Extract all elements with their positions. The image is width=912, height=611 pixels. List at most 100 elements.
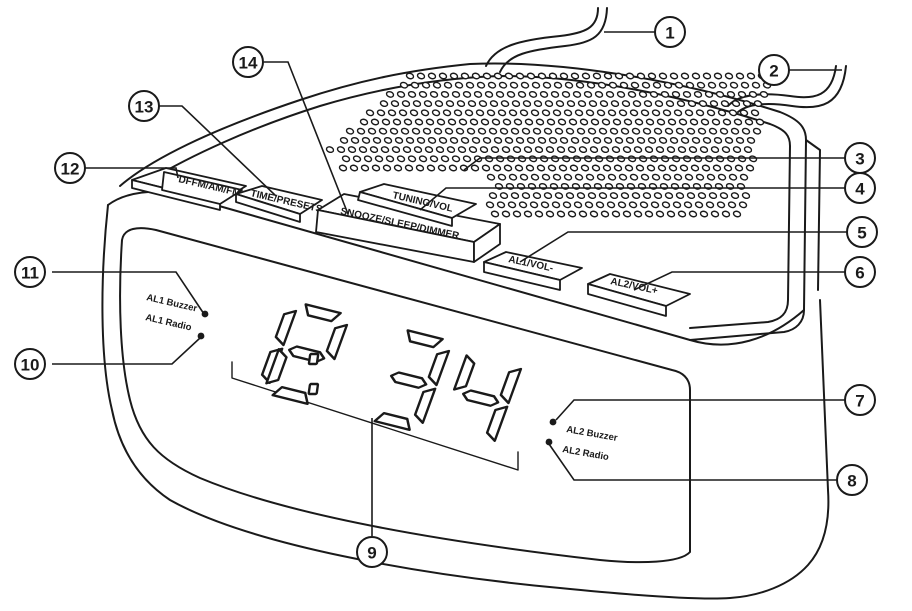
- callout-number: 13: [135, 98, 154, 117]
- grille-hole: [577, 100, 587, 108]
- grille-hole: [537, 72, 547, 80]
- grille-hole: [369, 146, 379, 154]
- grille-hole: [405, 136, 415, 144]
- grille-hole: [338, 164, 348, 172]
- grille-hole: [663, 81, 673, 89]
- grille-hole: [420, 109, 430, 117]
- grille-hole: [509, 81, 519, 89]
- grille-hole: [759, 90, 769, 98]
- grille-hole: [668, 164, 678, 172]
- grille-hole: [662, 109, 672, 117]
- grille-hole: [662, 173, 672, 181]
- grille-hole: [571, 182, 581, 190]
- grille-hole: [723, 164, 733, 172]
- grille-hole: [370, 118, 380, 126]
- grille-hole: [470, 164, 480, 172]
- grille-hole: [418, 90, 428, 98]
- grille-hole: [565, 192, 575, 200]
- al2-volume-up-button[interactable]: AL2/VOL+: [587, 273, 691, 317]
- grille-hole: [680, 72, 690, 80]
- grille-hole: [688, 210, 698, 218]
- power-cord-1: [485, 7, 599, 67]
- grille-hole: [574, 173, 584, 181]
- grille-hole: [394, 136, 404, 144]
- grille-hole: [737, 155, 747, 163]
- digit-segment: [287, 345, 326, 363]
- grille-hole: [365, 109, 375, 117]
- grille-hole: [502, 118, 512, 126]
- grille-hole: [603, 72, 613, 80]
- grille-hole: [532, 192, 542, 200]
- grille-hole: [493, 72, 503, 80]
- digit-segment: [413, 387, 437, 424]
- grille-hole: [683, 201, 693, 209]
- fm-am-button[interactable]: DFFM/AM/FM: [131, 167, 247, 211]
- grille-hole: [713, 136, 723, 144]
- grille-hole: [751, 81, 761, 89]
- grille-hole: [627, 155, 637, 163]
- al1-volume-down-button[interactable]: AL1/VOL-: [483, 251, 583, 291]
- grille-hole: [748, 90, 758, 98]
- grille-hole: [414, 118, 424, 126]
- grille-hole: [532, 127, 542, 135]
- grille-hole: [347, 146, 357, 154]
- grille-hole: [501, 210, 511, 218]
- time-digit: [265, 303, 349, 406]
- grille-hole: [606, 201, 616, 209]
- grille-hole: [563, 173, 573, 181]
- grille-hole: [714, 182, 724, 190]
- grille-hole: [648, 182, 658, 190]
- callout-circle: [846, 216, 878, 248]
- grille-hole: [422, 127, 432, 135]
- time-presets-button[interactable]: TIME/PRESETS: [235, 185, 324, 223]
- grille-hole: [728, 109, 738, 117]
- grille-hole: [552, 109, 562, 117]
- grille-hole: [728, 173, 738, 181]
- callout-number: 12: [61, 160, 80, 179]
- front-top-edge: [107, 190, 805, 346]
- grille-hole: [486, 173, 496, 181]
- grille-hole: [685, 81, 695, 89]
- callout-circle: [844, 172, 876, 204]
- grille-hole: [511, 100, 521, 108]
- grille-hole: [533, 100, 543, 108]
- grille-hole: [641, 81, 651, 89]
- grille-hole: [519, 173, 529, 181]
- leader-10: [52, 337, 201, 365]
- grille-hole: [715, 155, 725, 163]
- grille-hole: [360, 164, 370, 172]
- grille-hole: [475, 109, 485, 117]
- grille-hole: [587, 127, 597, 135]
- grille-hole: [510, 127, 520, 135]
- grille-hole: [594, 155, 604, 163]
- grille-hole: [684, 109, 694, 117]
- grille-hole: [671, 90, 681, 98]
- grille-hole: [755, 118, 765, 126]
- grille-hole: [727, 201, 737, 209]
- grille-hole: [447, 118, 457, 126]
- grille-hole: [407, 90, 417, 98]
- grille-hole: [719, 192, 729, 200]
- time-digit: [373, 329, 451, 432]
- grille-hole: [642, 127, 652, 135]
- grille-hole: [345, 127, 355, 135]
- grille-hole: [693, 90, 703, 98]
- leader-3: [463, 157, 846, 171]
- grille-hole: [555, 100, 565, 108]
- grille-hole: [607, 109, 617, 117]
- grille-hole: [512, 146, 522, 154]
- grille-hole: [424, 146, 434, 154]
- grille-hole: [646, 164, 656, 172]
- grille-hole: [682, 155, 692, 163]
- tuning-volume-button[interactable]: TUNING/VOL: [357, 183, 477, 227]
- grille-hole: [488, 192, 498, 200]
- grille-hole: [730, 127, 740, 135]
- al2-buzzer-led: [549, 418, 557, 426]
- grille-hole: [636, 136, 646, 144]
- grille-hole: [547, 164, 557, 172]
- grille-hole: [440, 155, 450, 163]
- grille-hole: [630, 81, 640, 89]
- grille-hole: [403, 118, 413, 126]
- grille-hole: [673, 173, 683, 181]
